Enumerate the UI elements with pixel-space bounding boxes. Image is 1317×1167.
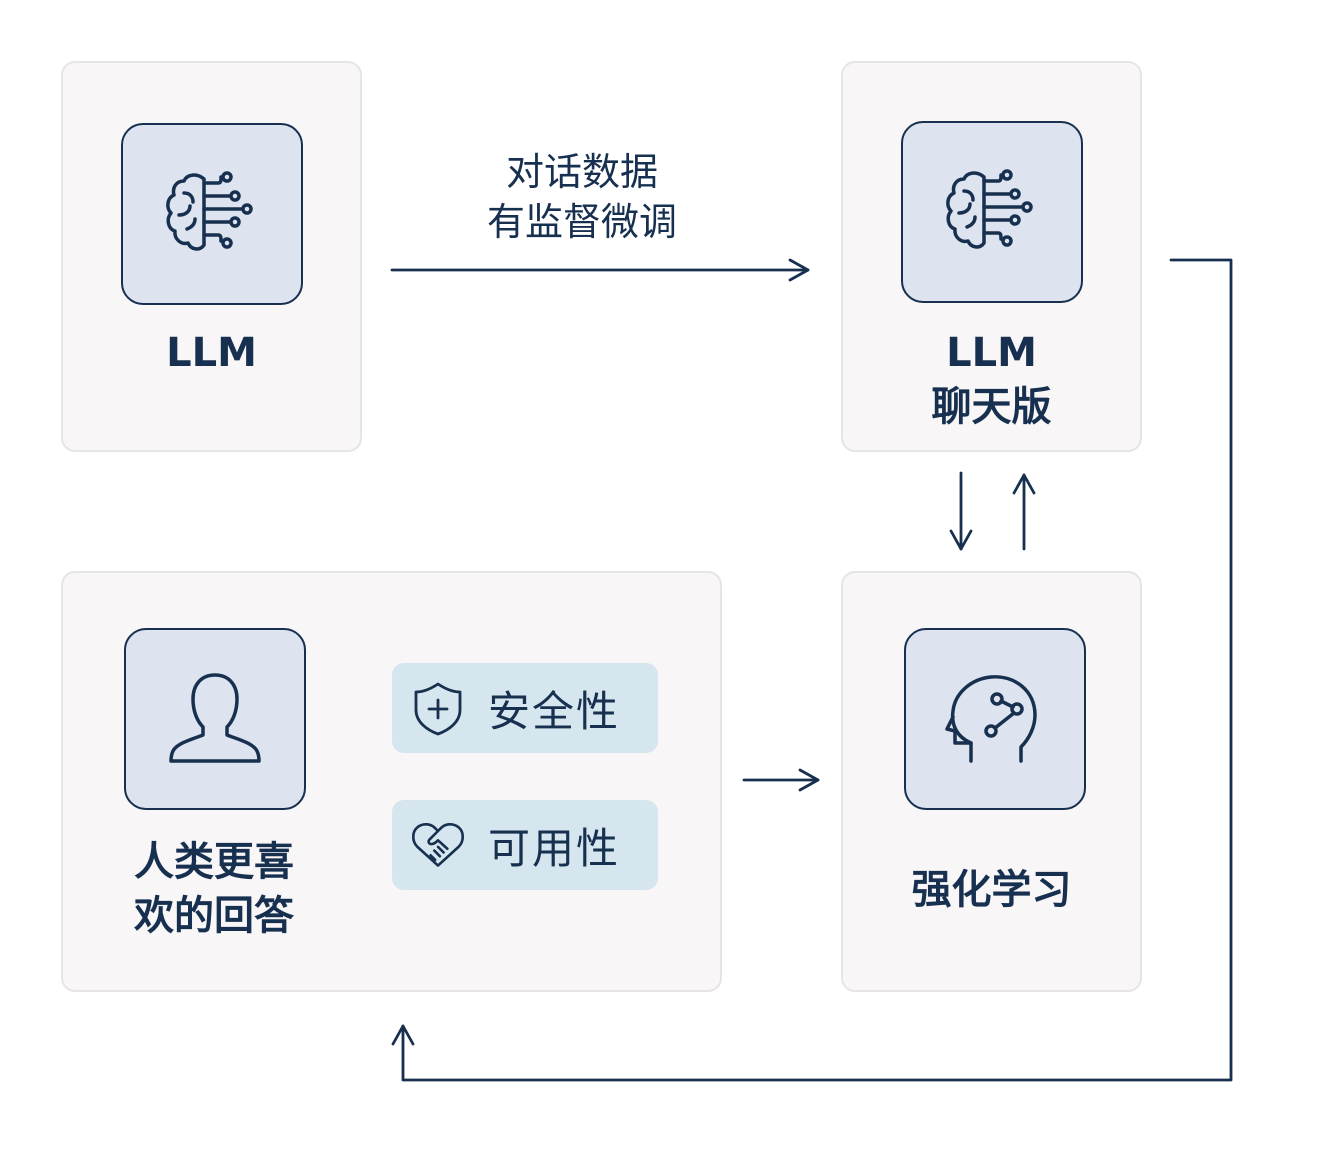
rl-icon-box [904,628,1086,810]
arrow-preference-to-rl [742,768,820,792]
llm-label: LLM [166,330,257,376]
human-preference-label: 人类更喜 欢的回答 [134,839,294,939]
arrow-feedback-loop [391,258,1233,1082]
sft-label-line1: 对话数据 [505,150,658,194]
sft-edge-label: 对话数据 有监督微调 [432,147,732,247]
llm-chat-icon-box [901,121,1083,303]
arrow-chat-to-rl [949,471,973,551]
llm-chat-label: LLM 聊天版 [931,330,1052,430]
arrow-llm-to-chat [390,258,810,282]
llm-icon-box [121,123,303,305]
heart-handshake-icon [410,817,466,873]
shield-plus-icon [410,680,466,736]
head-network-icon [945,675,1037,763]
usability-label: 可用性 [488,823,621,873]
sft-label-line2: 有监督微调 [486,200,677,244]
brain-circuit-icon [946,169,1033,249]
safety-chip: 安全性 [392,663,658,753]
rl-label: 强化学习 [911,867,1072,913]
brain-circuit-icon [166,171,253,251]
safety-label: 安全性 [488,686,621,736]
usability-chip: 可用性 [392,800,658,890]
human-icon-box [124,628,306,810]
person-icon [169,673,261,763]
arrow-rl-to-chat [1012,473,1036,551]
